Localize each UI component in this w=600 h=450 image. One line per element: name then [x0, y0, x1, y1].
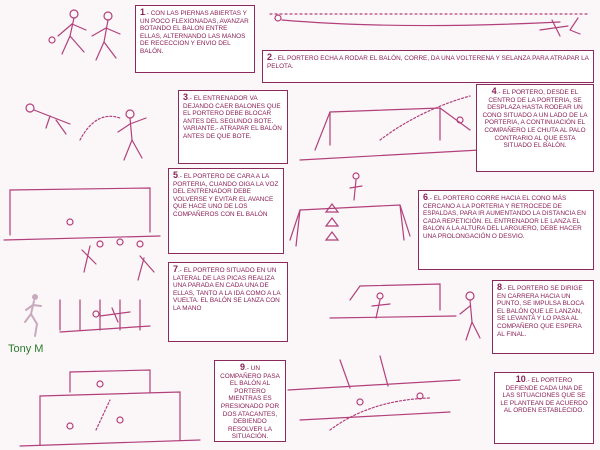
- step-text: .- EL PORTERO CORRE HACIA EL CONO MÁS CE…: [423, 195, 586, 240]
- step-number: 4: [491, 86, 497, 96]
- step-number: 9: [240, 362, 246, 372]
- figure-drill-7: [59, 299, 151, 333]
- figure-drill-9: [19, 369, 201, 447]
- runner-logo-icon: [24, 294, 42, 337]
- step-number: 1: [140, 7, 146, 17]
- figure-drill-6: [289, 172, 411, 247]
- brand-signature: Tony M: [8, 343, 44, 355]
- figure-drill-3: [25, 103, 147, 161]
- instruction-box-6: 6.- EL PORTERO CORRE HACIA EL CONO MÁS C…: [418, 190, 594, 270]
- step-text: .- EL PORTERO SITUADO EN UN LATERAL DE L…: [173, 267, 281, 312]
- figure-drill-5: [3, 187, 161, 281]
- step-text: .- UN COMPAÑERO PASA EL BALÓN AL PORTERO…: [220, 365, 280, 441]
- step-text: .- EL PORTERO, DESDE EL CENTRO DE LA POR…: [482, 89, 588, 150]
- instruction-box-5: 5.- EL PORTERO DE CARA A LA PORTERIA, CU…: [168, 168, 284, 254]
- instruction-box-1: 1.- CON LAS PIERNAS ABIERTAS Y UN POCO F…: [135, 5, 255, 73]
- instruction-box-7: 7.- EL PORTERO SITUADO EN UN LATERAL DE …: [168, 262, 288, 342]
- instruction-box-8: 8.- EL PORTERO SE DIRIGE EN CARRERA HACI…: [492, 280, 594, 354]
- instruction-box-4: 4.- EL PORTERO, DESDE EL CENTRO DE LA PO…: [476, 84, 594, 172]
- instruction-box-3: 3.- EL ENTRENADOR VA DEJANDO CAER BALONE…: [178, 90, 288, 164]
- step-text: .- EL PORTERO ECHA A RODAR EL BALÓN, COR…: [267, 55, 589, 70]
- step-number: 8: [497, 282, 503, 292]
- step-text: .- EL PORTERO DEFIENDE CADA UNA DE LAS S…: [500, 377, 588, 415]
- figure-drill-10: [287, 355, 461, 431]
- instruction-box-9: 9.- UN COMPAÑERO PASA EL BALÓN AL PORTER…: [214, 360, 286, 442]
- figure-drill-1: [48, 9, 121, 61]
- step-number: 7: [173, 264, 179, 274]
- instruction-box-10: 10.- EL PORTERO DEFIENDE CADA UNA DE LAS…: [494, 372, 594, 444]
- step-text: .- EL PORTERO SE DIRIGE EN CARRERA HACIA…: [497, 285, 584, 338]
- step-number: 10: [515, 374, 526, 384]
- step-number: 2: [267, 52, 273, 62]
- step-number: 3: [183, 92, 189, 102]
- step-number: 5: [173, 170, 179, 180]
- figure-drill-4: [299, 95, 481, 161]
- step-number: 6: [423, 192, 429, 202]
- step-text: .- EL ENTRENADOR VA DEJANDO CAER BALONES…: [183, 95, 282, 140]
- step-text: .- EL PORTERO DE CARA A LA PORTERIA, CUA…: [173, 173, 279, 218]
- step-text: .- CON LAS PIERNAS ABIERTAS Y UN POCO FL…: [140, 10, 249, 55]
- figure-drill-8: [329, 283, 481, 341]
- figure-drill-2: [269, 13, 591, 37]
- instruction-box-2: 2.- EL PORTERO ECHA A RODAR EL BALÓN, CO…: [262, 50, 594, 83]
